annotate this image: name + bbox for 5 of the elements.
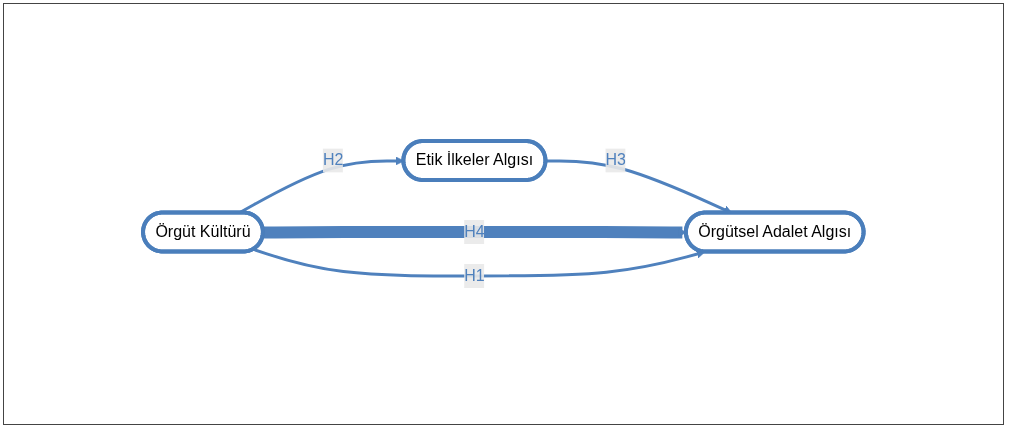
edge-label: H2 (323, 151, 344, 168)
edge-label: H4 (464, 222, 485, 240)
edge-label: H1 (464, 266, 485, 284)
arrow (253, 247, 706, 277)
edge-label: H3 (605, 151, 627, 168)
